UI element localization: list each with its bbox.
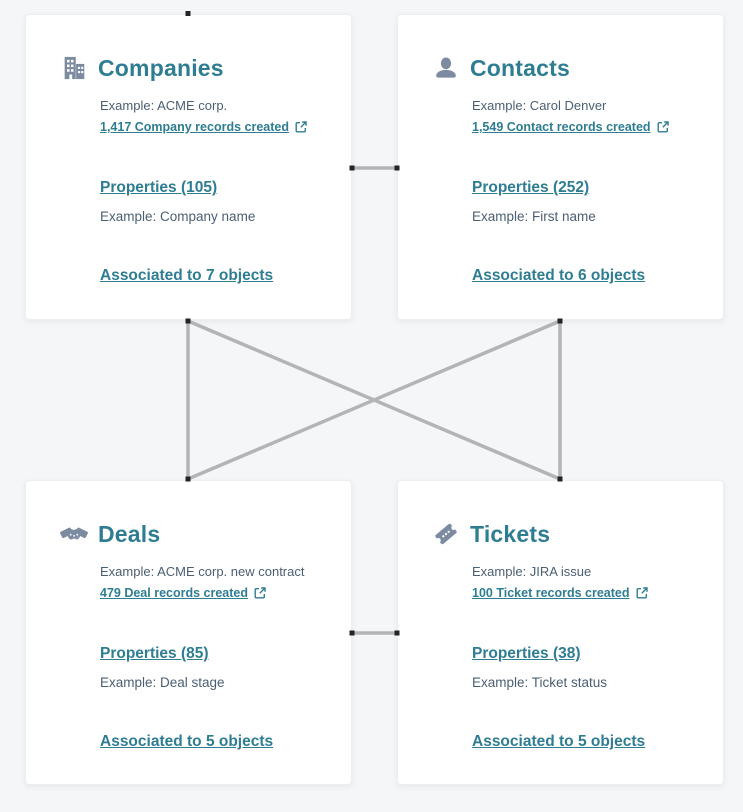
card-header: Contacts bbox=[432, 53, 697, 83]
property-example: Example: Ticket status bbox=[472, 675, 608, 690]
tickets-card: Tickets Example: JIRA issue 100 Ticket r… bbox=[397, 480, 724, 785]
record-example: Example: Carol Denver bbox=[472, 98, 607, 113]
contacts-card: Contacts Example: Carol Denver 1,549 Con… bbox=[397, 14, 724, 320]
record-example: Example: ACME corp. bbox=[100, 98, 228, 113]
card-title: Tickets bbox=[470, 520, 551, 547]
property-example: Example: Deal stage bbox=[100, 675, 225, 690]
deals-card: Deals Example: ACME corp. new contract 4… bbox=[25, 480, 352, 785]
properties-link[interactable]: Properties (38) bbox=[472, 645, 581, 662]
associated-objects-link[interactable]: Associated to 5 objects bbox=[472, 733, 646, 750]
card-header: Deals bbox=[60, 519, 325, 549]
card-header: Companies bbox=[60, 53, 325, 83]
card-title: Deals bbox=[98, 520, 161, 547]
properties-link[interactable]: Properties (105) bbox=[100, 179, 218, 196]
building-icon bbox=[60, 54, 88, 82]
record-example: Example: ACME corp. new contract bbox=[100, 564, 305, 579]
records-created-link[interactable]: 100 Ticket records created bbox=[472, 586, 630, 600]
properties-link[interactable]: Properties (85) bbox=[100, 645, 209, 662]
records-created-link[interactable]: 1,417 Company records created bbox=[100, 120, 289, 134]
contact-icon bbox=[432, 54, 460, 82]
external-link-icon bbox=[636, 587, 648, 599]
companies-card: Companies Example: ACME corp. 1,417 Comp… bbox=[25, 14, 352, 320]
property-example: Example: First name bbox=[472, 209, 596, 224]
external-link-icon bbox=[295, 121, 307, 133]
properties-link[interactable]: Properties (252) bbox=[472, 179, 590, 196]
records-created-link[interactable]: 1,549 Contact records created bbox=[472, 120, 651, 134]
records-created-link[interactable]: 479 Deal records created bbox=[100, 586, 249, 600]
associated-objects-link[interactable]: Associated to 7 objects bbox=[100, 267, 274, 284]
external-link-icon bbox=[254, 587, 266, 599]
associated-objects-link[interactable]: Associated to 6 objects bbox=[472, 267, 646, 284]
property-example: Example: Company name bbox=[100, 209, 256, 224]
ticket-icon bbox=[432, 520, 460, 548]
associated-objects-link[interactable]: Associated to 5 objects bbox=[100, 733, 274, 750]
card-header: Tickets bbox=[432, 519, 697, 549]
record-example: Example: JIRA issue bbox=[472, 564, 592, 579]
card-title: Contacts bbox=[470, 54, 571, 81]
card-title: Companies bbox=[98, 54, 224, 81]
external-link-icon bbox=[657, 121, 669, 133]
handshake-icon bbox=[60, 520, 88, 548]
